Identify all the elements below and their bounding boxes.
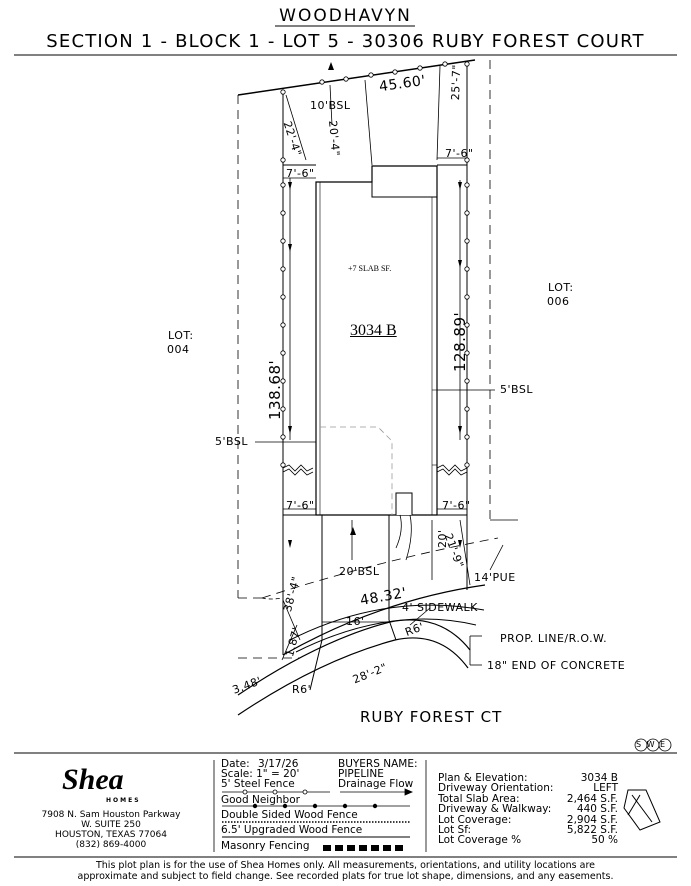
buyers-name-label: BUYERS NAME: <box>338 758 418 770</box>
disclaimer-line-1: This plot plan is for the use of Shea Ho… <box>95 860 595 871</box>
lot-right-number: 006 <box>547 295 570 308</box>
phone-number: (832) 869-4000 <box>75 840 147 850</box>
curb-line-front <box>237 637 469 716</box>
stat-label: Driveway Orientation: <box>438 782 554 795</box>
stat-label: Lot Coverage: <box>438 813 512 826</box>
slab-label: +7 SLAB SF. <box>348 264 392 273</box>
stat-value: 50 % <box>591 834 618 847</box>
dim-7-6-bottom-right: 7'-6" <box>442 499 471 512</box>
sidewalk-back <box>289 604 485 641</box>
stat-row: Driveway Orientation: LEFT <box>438 782 618 795</box>
stat-row: Plan & Elevation: 3034 B <box>438 772 618 784</box>
rear-property-line <box>237 59 476 96</box>
house-footprint <box>315 165 438 516</box>
break-symbols <box>282 464 468 476</box>
driveway-width-label: 16' <box>346 615 365 628</box>
swe-seal-text: SWE <box>636 740 671 749</box>
front-bsl-label: 20'BSL <box>339 565 380 578</box>
masonry-legend-blocks <box>323 845 403 851</box>
lot-left-label: LOT: <box>168 329 194 342</box>
stat-value: 2,904 S.F. <box>566 813 618 826</box>
monument-icon <box>623 789 661 831</box>
entry-porch <box>395 492 413 515</box>
legend-upgraded-fence: 6.5' Upgraded Wood Fence <box>221 824 363 836</box>
dim-7-6-top-right: 7'-6" <box>445 147 474 160</box>
legend-masonry-fencing: Masonry Fencing <box>221 840 310 852</box>
dim-20-4-label: 20'-4" <box>326 119 343 157</box>
curb-line-back <box>237 619 471 696</box>
swe-seal-icon <box>634 738 672 752</box>
shea-logo: Shea <box>62 763 124 796</box>
front-bsl-line <box>261 537 499 599</box>
subdivision-title: WOODHAVYN <box>279 6 412 26</box>
garage-outline <box>320 426 393 515</box>
radius-6-label-left: R6' <box>292 683 312 696</box>
end-of-concrete-label: 18" END OF CONCRETE <box>487 659 626 672</box>
lot-right-label: LOT: <box>548 281 574 294</box>
stat-row: Lot Coverage % 50 % <box>438 834 618 847</box>
dim-7-6-bottom-left: 7'-6" <box>286 499 315 512</box>
stat-label: Total Slab Area: <box>438 792 520 805</box>
stat-row: Lot Sf: 5,822 S.F. <box>438 823 618 836</box>
disclaimer-line-2: approximate and subject to field change.… <box>77 871 614 882</box>
fence-markers-right <box>464 61 470 468</box>
stat-value: LEFT <box>593 782 618 795</box>
lot-left-number: 004 <box>167 343 190 356</box>
arrow-heads <box>288 62 462 548</box>
driveway-apron-left <box>309 639 323 691</box>
stat-label: Driveway & Walkway: <box>438 803 552 816</box>
street-name-label: RUBY FOREST CT <box>360 708 503 726</box>
address-line-3: HOUSTON, TEXAS 77064 <box>55 830 167 840</box>
stat-value: 2,464 S.F. <box>566 792 618 805</box>
dim-7-6-top-left: 7'-6" <box>286 167 315 180</box>
right-depth-label: 128.89' <box>451 311 469 372</box>
pue-label: 14'PUE <box>474 571 516 584</box>
fence-markers-rear <box>319 61 448 85</box>
left-bsl-label: 5'BSL <box>215 435 248 448</box>
lot-stats-table: Plan & Elevation: 3034 B Driveway Orienta… <box>438 772 618 847</box>
stat-row: Total Slab Area: 2,464 S.F. <box>438 792 618 805</box>
walkway <box>395 514 402 549</box>
shea-logo-sub: HOMES <box>106 797 141 804</box>
sidewalk-label: 4' SIDEWALK <box>402 601 478 614</box>
address-line-1: 7908 N. Sam Houston Parkway <box>41 810 181 820</box>
left-depth-label: 138.68' <box>266 359 284 420</box>
legend-steel-fence: 5' Steel Fence <box>221 778 295 790</box>
legend-good-neighbor: Good Neighbor <box>221 794 300 806</box>
plan-id-label: 3034 B <box>350 322 397 339</box>
stat-label: Lot Coverage % <box>438 834 522 847</box>
stat-row: Driveway & Walkway: 440 S.F. <box>438 803 618 816</box>
fence-markers-left <box>280 89 286 468</box>
legend-double-sided-fence: Double Sided Wood Fence <box>221 809 358 821</box>
stat-value: 5,822 S.F. <box>566 823 618 836</box>
stat-value: 3034 B <box>580 772 618 784</box>
legend-drainage-flow: Drainage Flow <box>338 778 414 790</box>
dim-25-7-label: 25'-7" <box>449 63 464 101</box>
rear-bsl-label: 10'BSL <box>310 99 351 112</box>
date-label: Date: <box>221 758 250 770</box>
right-bsl-label: 5'BSL <box>500 383 533 396</box>
dimension-lines <box>255 65 504 666</box>
date-value: 3/17/26 <box>258 758 299 770</box>
stat-label: Lot Sf: <box>438 823 472 836</box>
house-rear-notch <box>371 182 437 198</box>
front-property-line <box>282 584 486 656</box>
property-line-label: PROP. LINE/R.O.W. <box>500 632 608 645</box>
legend-symbols <box>222 788 414 838</box>
stat-label: Plan & Elevation: <box>438 772 528 784</box>
buyers-name-value: PIPELINE <box>338 768 384 780</box>
stat-row: Lot Coverage: 2,904 S.F. <box>438 813 618 826</box>
stat-value: 440 S.F. <box>576 803 618 816</box>
scale-label: Scale: 1" = 20' <box>221 768 300 780</box>
address-line-2: W. SUITE 250 <box>81 820 141 830</box>
lot-description-title: SECTION 1 - BLOCK 1 - LOT 5 - 30306 RUBY… <box>46 31 645 52</box>
